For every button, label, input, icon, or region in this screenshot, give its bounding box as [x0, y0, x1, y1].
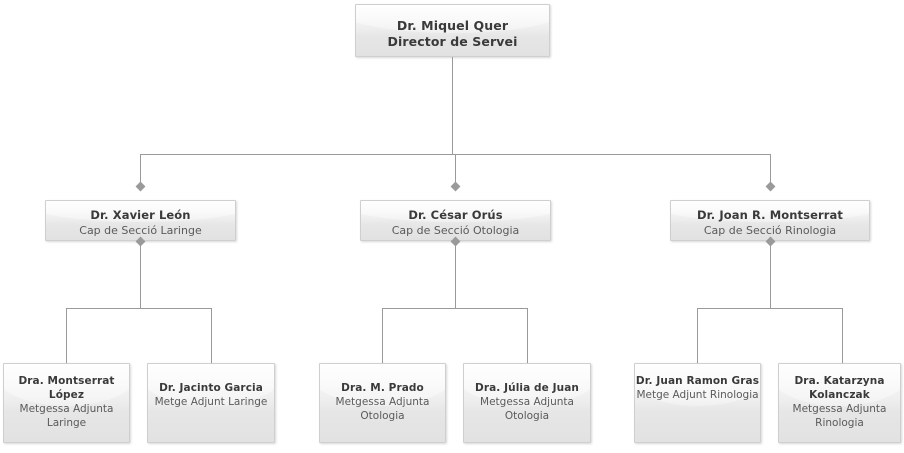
node-name: Dr. Juan Ramon Gras: [635, 375, 760, 387]
connector-to-member-4: [527, 308, 528, 363]
node-member-3[interactable]: Dra. M. Prado Metgessa Adjunta Otologia: [319, 363, 446, 443]
connector-root-stem: [452, 57, 453, 154]
connector-section-1-bus: [66, 308, 211, 309]
node-role: Director de Servei: [387, 34, 518, 49]
node-name: Dra. M. Prado: [341, 382, 424, 394]
connector-diamond-section-3-top: [765, 181, 776, 192]
node-role: Metge Adjunt Laringe: [154, 396, 268, 408]
node-member-2[interactable]: Dr. Jacinto Garcia Metge Adjunt Laringe: [147, 363, 275, 443]
node-name: Dr. Miquel Quer: [396, 18, 509, 33]
node-role: Metge Adjunt Rinologia: [636, 389, 759, 401]
node-name: Dra. Montserrat López: [18, 375, 115, 401]
node-name: Dr. César Orús: [408, 208, 503, 222]
connector-to-member-6: [842, 308, 843, 363]
node-director[interactable]: Dr. Miquel Quer Director de Servei: [355, 4, 550, 57]
connector-section-2-stem: [455, 245, 456, 308]
node-name: Dra. Katarzyna Kolanczak: [794, 375, 885, 401]
node-role: Cap de Secció Otologia: [391, 224, 520, 237]
node-member-1[interactable]: Dra. Montserrat López Metgessa Adjunta L…: [3, 363, 130, 443]
node-section-1[interactable]: Dr. Xavier León Cap de Secció Laringe: [45, 200, 236, 241]
node-role: Metgessa Adjunta Otologia: [335, 396, 430, 422]
connector-to-section-2: [455, 154, 456, 186]
node-section-3[interactable]: Dr. Joan R. Montserrat Cap de Secció Rin…: [670, 200, 870, 241]
connector-to-member-5: [697, 308, 698, 363]
node-role: Metgessa Adjunta Otologia: [480, 396, 574, 422]
node-name: Dr. Jacinto Garcia: [159, 382, 263, 394]
connector-section-3-bus: [697, 308, 842, 309]
node-member-5[interactable]: Dr. Juan Ramon Gras Metge Adjunt Rinolog…: [634, 363, 761, 443]
node-section-2[interactable]: Dr. César Orús Cap de Secció Otologia: [360, 200, 551, 241]
node-role: Metgessa Adjunta Rinologia: [792, 403, 887, 429]
connector-section-2-bus: [382, 308, 527, 309]
connector-to-member-3: [382, 308, 383, 363]
node-role: Cap de Secció Laringe: [79, 224, 202, 237]
node-member-4[interactable]: Dra. Júlia de Juan Metgessa Adjunta Otol…: [463, 363, 591, 443]
connector-section-1-stem: [140, 245, 141, 308]
connector-to-member-2: [211, 308, 212, 363]
connector-diamond-section-2-top: [450, 181, 461, 192]
connector-to-section-3: [770, 154, 771, 186]
connector-to-section-1: [140, 154, 141, 186]
connector-to-member-1: [66, 308, 67, 363]
connector-section-3-stem: [770, 245, 771, 308]
node-member-6[interactable]: Dra. Katarzyna Kolanczak Metgessa Adjunt…: [778, 363, 901, 443]
node-name: Dr. Joan R. Montserrat: [697, 208, 843, 222]
node-role: Cap de Secció Rinologia: [703, 224, 837, 237]
connector-diamond-section-1-top: [135, 181, 146, 192]
node-name: Dra. Júlia de Juan: [475, 382, 579, 394]
node-role: Metgessa Adjunta Laringe: [19, 403, 114, 429]
node-name: Dr. Xavier León: [90, 208, 191, 222]
